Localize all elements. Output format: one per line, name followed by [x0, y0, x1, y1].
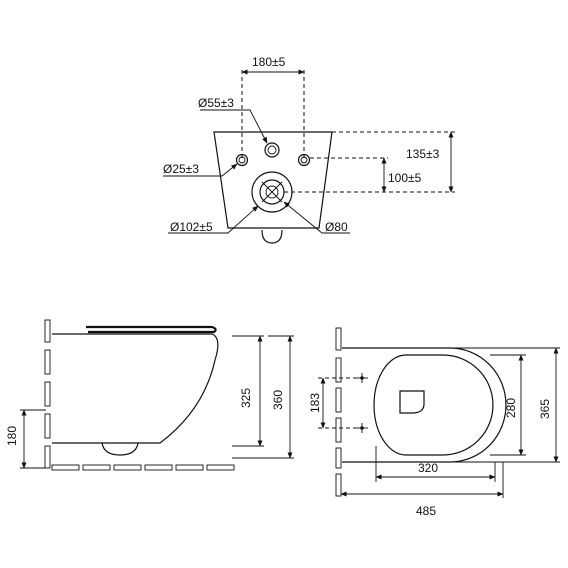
dim-102-text: Ø102±5 [170, 220, 213, 234]
dim-100-text: 100±5 [388, 171, 422, 185]
dim-80-leader [283, 201, 350, 234]
dim-135-text: 135±3 [406, 147, 440, 161]
side-seat-lid [86, 325, 217, 334]
side-view: 325 360 180 [5, 319, 294, 471]
plan-bowl-outer [342, 347, 507, 463]
plan-fixing-top [357, 373, 368, 383]
dim-320-text: 320 [418, 461, 438, 475]
right-fixing-hole-inner [300, 156, 308, 164]
dim-180-text: 180±5 [252, 55, 286, 69]
dim-325-text: 325 [239, 388, 253, 408]
dim-280-text: 280 [504, 398, 518, 418]
dim-25-leader [163, 163, 238, 177]
side-trap-bump [101, 442, 139, 456]
plan-fixing-bottom [357, 423, 368, 433]
side-wall [44, 319, 51, 469]
left-fixing-hole [235, 153, 249, 167]
side-floor [51, 464, 235, 471]
plan-view: 183 320 485 280 365 [308, 327, 560, 518]
plan-wall [335, 327, 342, 497]
dim-180-side-text: 180 [5, 426, 19, 446]
dim-102-leader [168, 205, 259, 234]
outlet-cross-2 [261, 181, 283, 203]
dim-365-text: 365 [538, 399, 552, 419]
outlet-circle-inner [265, 185, 279, 199]
dim-55-text: Ø55±3 [198, 96, 234, 110]
rear-view: 180±5 Ø55±3 Ø25±3 Ø102±5 Ø80 135±3 [163, 55, 455, 244]
dim-80-text: Ø80 [325, 220, 348, 234]
top-water-inlet-hole-inner [267, 145, 277, 155]
plan-bowl-inner [373, 354, 494, 456]
rear-view-bottom-bump [261, 229, 283, 244]
rear-view-outline [213, 131, 333, 229]
dim-25-text: Ø25±3 [163, 162, 199, 176]
dim-183-text: 183 [308, 393, 322, 413]
dim-360-text: 360 [271, 390, 285, 410]
side-bowl-body [52, 333, 219, 444]
dim-55-leader [200, 109, 268, 144]
right-fixing-hole [297, 153, 311, 167]
dim-485-text: 485 [416, 504, 436, 518]
plan-outlet-shape [399, 390, 425, 414]
top-water-inlet-hole [264, 142, 280, 158]
left-fixing-hole-inner [238, 156, 246, 164]
